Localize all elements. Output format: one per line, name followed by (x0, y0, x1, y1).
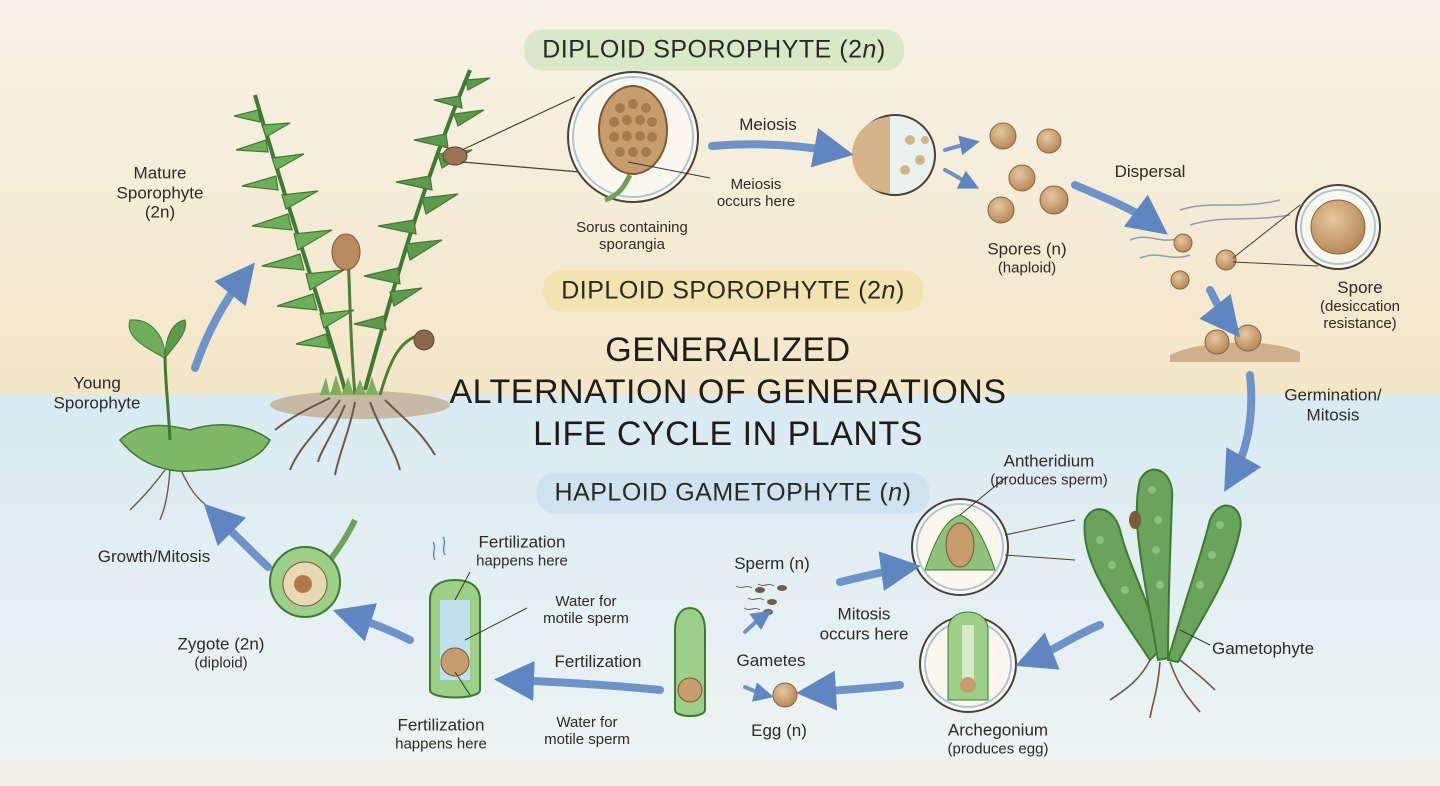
archegonium-circle (919, 611, 1017, 713)
cycle-arrows (191, 127, 1262, 711)
label-water-top-l1: Water for (555, 592, 617, 610)
antheridium-circle (911, 498, 1076, 596)
label-sorus: Sorus containing sporangia (576, 219, 688, 254)
heading-haploid-text: HAPLOID GAMETOPHYTE ( (554, 478, 889, 507)
label-germination-l2: Mitosis (1306, 405, 1360, 424)
mature-sporophyte-fern (233, 69, 581, 476)
label-mitosis-here-l2: occurs here (819, 624, 909, 643)
label-gametophyte-text: Gametophyte (1211, 639, 1315, 659)
label-antheridium-l1: Antheridium (1003, 451, 1095, 471)
label-archegonium: Archegonium (produces egg) (948, 721, 1049, 758)
label-gametophyte: Gametophyte (1212, 639, 1314, 659)
label-water-bottom-l1: Water for (556, 713, 618, 731)
label-young-sporophyte-l1: Young (73, 373, 121, 393)
label-archegonium-l1: Archegonium (947, 720, 1049, 740)
title-line-3: LIFE CYCLE IN PLANTS (533, 415, 923, 453)
label-mature-sporophyte-l3: (2n) (144, 202, 176, 222)
label-fert-here-top-l2: happens here (476, 552, 568, 570)
label-water-top-l2: motile sperm (543, 610, 629, 627)
label-mature-sporophyte-l1: Mature (133, 163, 187, 183)
label-fert-here-bottom-l1: Fertilization (397, 715, 485, 735)
label-sperm-text: Sperm (n) (734, 554, 810, 574)
label-fertilization-text: Fertilization (554, 652, 642, 672)
label-young-sporophyte: Young Sporophyte (54, 373, 141, 412)
label-sorus-l1: Sorus containing (576, 218, 688, 236)
title-line-2: ALTERNATION OF GENERATIONS (449, 373, 1007, 411)
label-dispersal: Dispersal (1115, 162, 1186, 182)
label-germination: Germination/ Mitosis (1284, 385, 1381, 424)
heading-diploid-top: DIPLOID SPOROPHYTE (2n) (524, 29, 904, 71)
label-spores: Spores (n) (haploid) (987, 240, 1066, 277)
egg-cell (772, 682, 798, 708)
heading-diploid-middle-text: DIPLOID SPOROPHYTE (2 (561, 276, 882, 305)
label-archegonium-l2: (produces egg) (947, 740, 1049, 758)
label-mature-sporophyte: Mature Sporophyte (2n) (117, 164, 204, 223)
label-spores-l1: Spores (n) (987, 239, 1067, 259)
label-meiosis-text: Meiosis (739, 115, 797, 135)
heading-diploid-middle-n: n (881, 276, 896, 305)
heading-haploid: HAPLOID GAMETOPHYTE (n) (536, 472, 930, 514)
label-growth: Growth/Mitosis (98, 547, 210, 567)
label-spore: Spore (desiccation resistance) (1320, 278, 1400, 332)
label-dispersal-text: Dispersal (1114, 162, 1186, 182)
label-sorus-l2: sporangia (599, 236, 665, 253)
archegonium-with-egg (674, 606, 706, 717)
label-young-sporophyte-l2: Sporophyte (53, 393, 141, 412)
label-fert-here-bottom: Fertilization happens here (395, 716, 487, 753)
zygote-cell (269, 518, 358, 618)
heading-diploid-top-end: ) (876, 35, 886, 64)
label-gametes-text: Gametes (736, 651, 806, 671)
label-zygote-l2: (diploid) (194, 654, 248, 672)
label-water-bottom-l2: motile sperm (544, 731, 630, 748)
label-mitosis-here: Mitosis occurs here (820, 604, 909, 643)
heading-diploid-middle-end: ) (895, 276, 905, 305)
label-fert-here-bottom-l2: happens here (395, 735, 487, 753)
meiosis-cell (852, 114, 936, 196)
label-water-top: Water for motile sperm (543, 593, 629, 628)
sporangium-circle (567, 71, 699, 203)
label-sperm: Sperm (n) (734, 554, 810, 574)
label-water-bottom: Water for motile sperm (544, 714, 630, 749)
heading-diploid-top-text: DIPLOID SPOROPHYTE (2 (542, 35, 863, 64)
label-spore-l2: (desiccation (1319, 297, 1401, 315)
diagram-title: GENERALIZED ALTERNATION OF GENERATIONS L… (449, 329, 1006, 455)
label-mature-sporophyte-l2: Sporophyte (116, 183, 204, 203)
label-egg-text: Egg (n) (751, 721, 807, 741)
label-spores-l2: (haploid) (997, 259, 1057, 277)
spores-cluster (987, 122, 1069, 224)
label-fertilization: Fertilization (555, 652, 642, 672)
label-meiosis-here-l1: Meiosis (730, 175, 782, 193)
label-meiosis-here-l2: occurs here (716, 193, 796, 210)
heading-diploid-top-n: n (862, 35, 877, 64)
label-zygote-l1: Zygote (2n) (177, 634, 265, 654)
label-germination-l1: Germination/ (1284, 385, 1382, 405)
label-gametes: Gametes (737, 651, 806, 671)
label-growth-text: Growth/Mitosis (97, 547, 211, 567)
label-zygote: Zygote (2n) (diploid) (178, 635, 265, 672)
heading-haploid-n: n (888, 478, 903, 507)
label-meiosis: Meiosis (739, 115, 797, 135)
label-mitosis-here-l1: Mitosis (837, 604, 891, 624)
title-line-1: GENERALIZED (605, 331, 851, 369)
heading-haploid-end: ) (902, 478, 912, 507)
label-spore-l3: resistance) (1323, 314, 1397, 332)
label-egg: Egg (n) (751, 721, 807, 741)
young-sporophyte-plant (118, 319, 271, 521)
label-antheridium: Antheridium (produces sperm) (990, 452, 1108, 489)
label-antheridium-l2: (produces sperm) (990, 471, 1108, 489)
label-fert-here-top-l1: Fertilization (478, 532, 566, 552)
label-meiosis-here: Meiosis occurs here (717, 176, 795, 211)
fertilization-archegonium (429, 536, 481, 699)
heading-diploid-middle: DIPLOID SPOROPHYTE (2n) (543, 270, 923, 312)
label-fert-here-top: Fertilization happens here (476, 533, 568, 570)
gametophyte-plant (1083, 468, 1242, 719)
dispersal-spores (1129, 184, 1381, 362)
label-spore-l1: Spore (1337, 277, 1383, 297)
